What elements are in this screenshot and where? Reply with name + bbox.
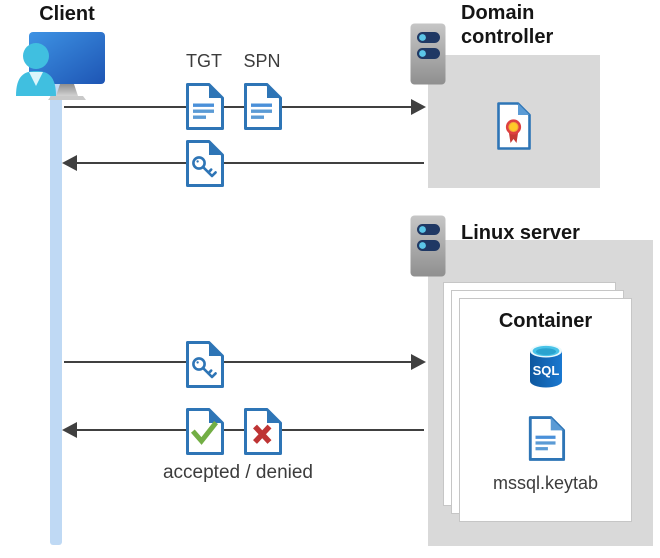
client-timeline-bar	[50, 83, 62, 545]
accepted-check-document-icon	[186, 408, 224, 455]
linux-server-title: Linux server	[461, 222, 580, 244]
monitor-base	[48, 96, 86, 100]
sql-badge-text: SQL	[532, 363, 559, 378]
keytab-filename-label: mssql.keytab	[492, 473, 599, 493]
domain-controller-server-icon	[410, 23, 446, 85]
ticket-key-document-icon	[186, 140, 224, 187]
certificate-document-icon	[497, 102, 531, 150]
domain-controller-title: Domain controller	[461, 2, 554, 48]
person-head	[23, 43, 49, 69]
container-title: Container	[498, 310, 593, 332]
sql-database-icon: SQL	[529, 344, 562, 388]
keytab-document-icon	[528, 416, 565, 461]
person-collar	[29, 72, 43, 86]
denied-x-document-icon	[244, 408, 282, 455]
container-card: Container SQL mssql.keytab	[459, 298, 632, 522]
client-title: Client	[39, 3, 95, 25]
client-monitor-user-icon	[16, 32, 105, 100]
spn-label: SPN	[243, 51, 281, 71]
monitor-stand	[56, 84, 78, 96]
accepted-denied-label: accepted / denied	[162, 462, 313, 483]
arrow-dc-to-client	[62, 155, 424, 171]
arrow-client-to-linux	[64, 354, 426, 370]
tgt-label: TGT	[186, 51, 222, 71]
tgt-document-icon	[186, 83, 224, 130]
spn-document-icon	[244, 83, 282, 130]
monitor-screen	[29, 32, 105, 84]
ticket-key-document-icon	[186, 341, 224, 388]
linux-server-icon	[410, 215, 446, 277]
